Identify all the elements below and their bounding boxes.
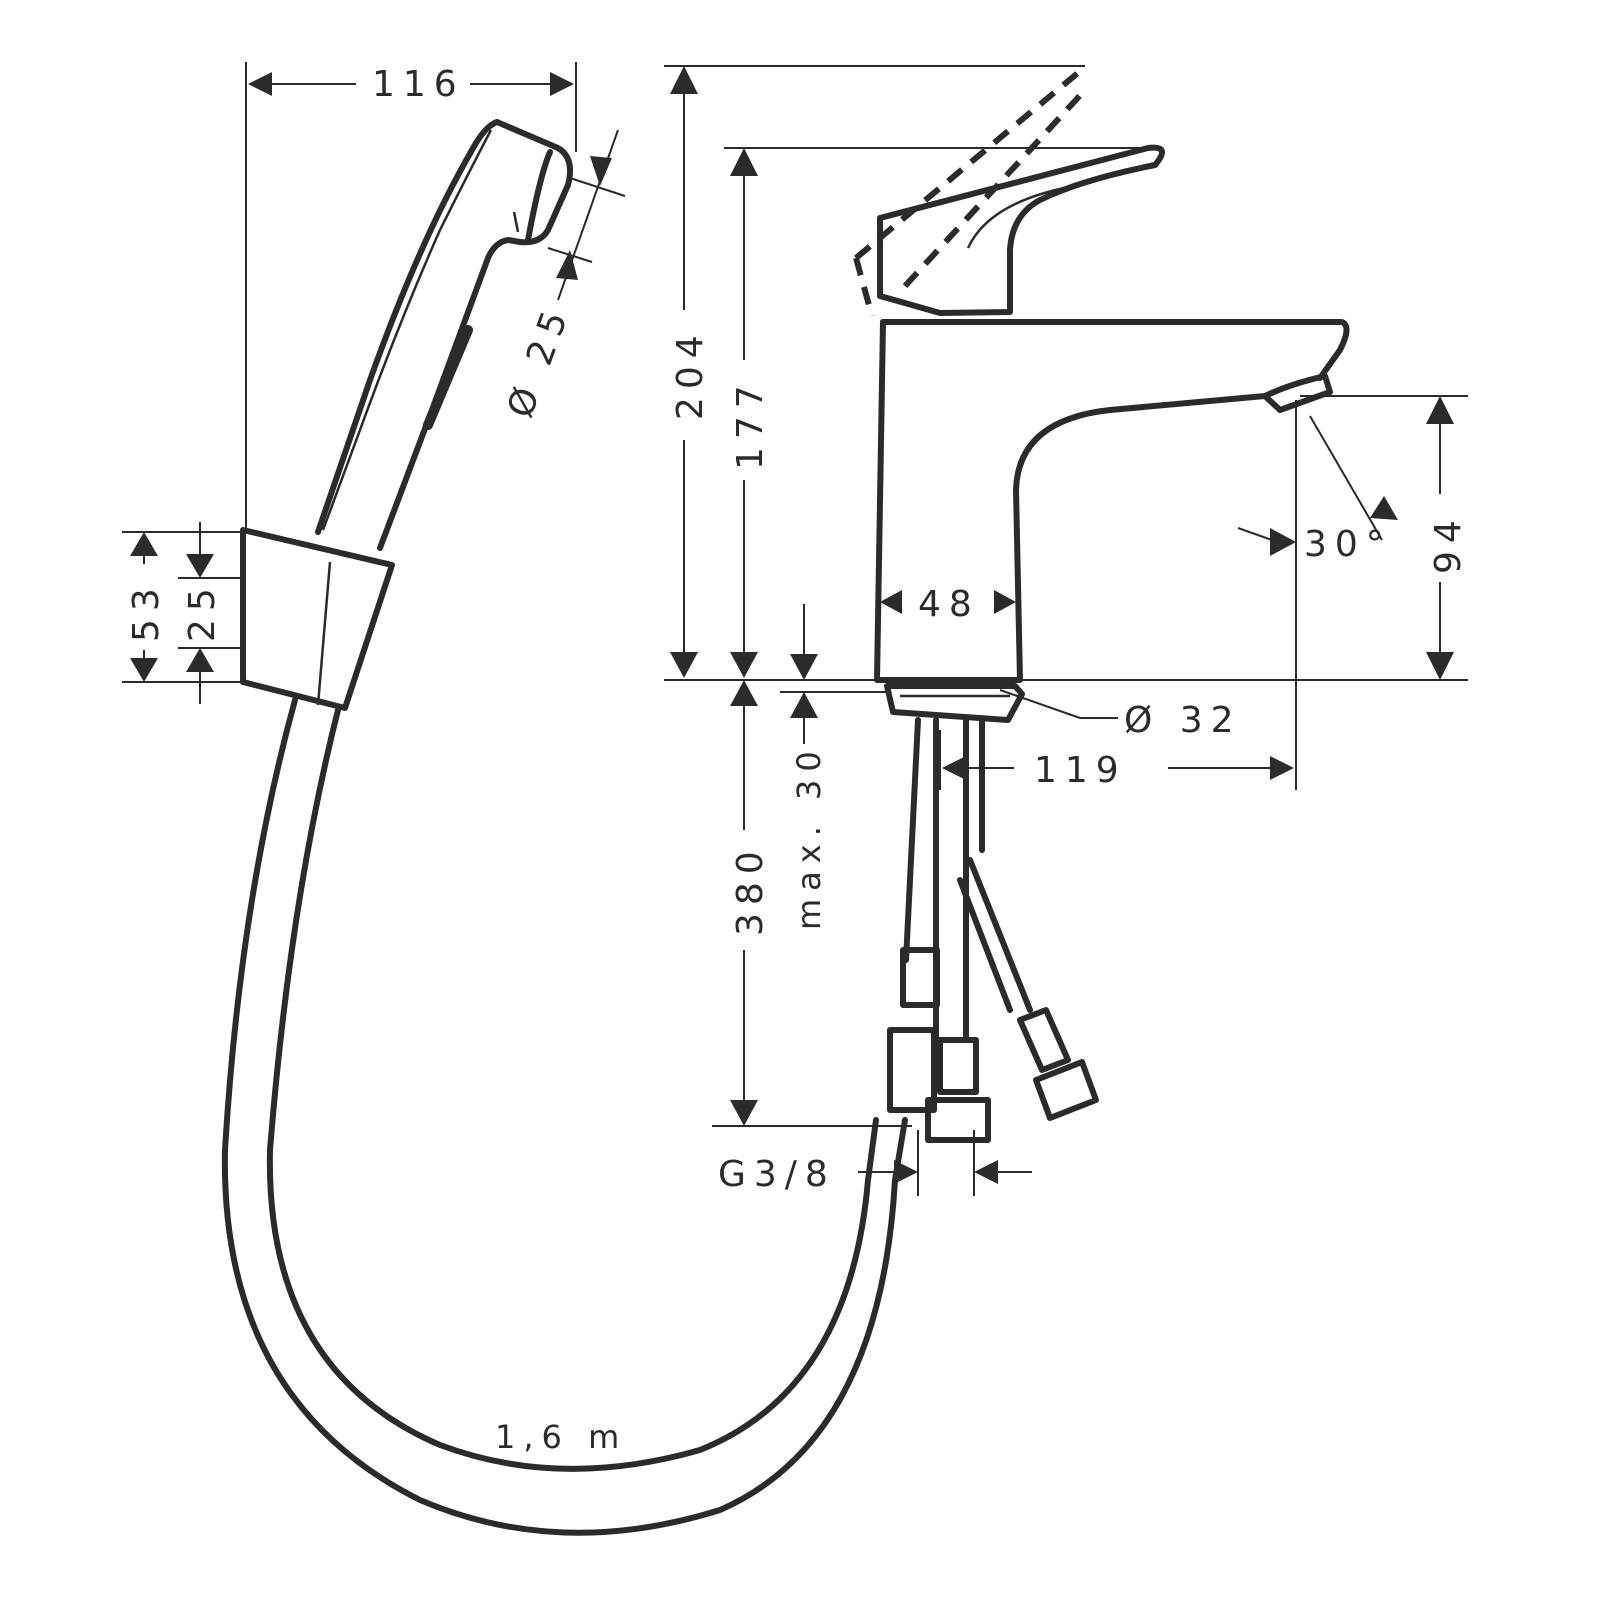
- dim-hose-length: 1,6 m: [495, 1418, 627, 1456]
- dim-total-height: 204: [670, 327, 711, 420]
- dim-body-width: 48: [918, 584, 980, 625]
- hand-shower-dimensions: 116 Ø 25 53 25 1,6 m: [122, 62, 627, 1456]
- dim-thread: G3/8: [718, 1154, 836, 1195]
- dim-base-diameter: Ø 32: [1124, 700, 1242, 741]
- basin-mixer: [853, 64, 1350, 1143]
- dim-spout-reach: 119: [1034, 750, 1127, 791]
- dim-spout-angle: 30°: [1304, 524, 1392, 565]
- dim-holder-height: 53: [126, 580, 167, 642]
- hand-shower: [221, 119, 908, 1536]
- dim-max-counter: max. 30: [790, 743, 828, 930]
- dim-hand-shower-width: 116: [372, 64, 465, 105]
- dim-spout-height: 94: [1428, 512, 1469, 574]
- mixer-dimensions: 204 177 94 30° 48 Ø 32: [664, 65, 1469, 1196]
- dim-head-diameter: Ø 25: [500, 299, 579, 424]
- dim-supply-length: 380: [730, 843, 771, 936]
- dim-holder-inner: 25: [182, 580, 223, 642]
- dim-handle-height: 177: [730, 377, 771, 470]
